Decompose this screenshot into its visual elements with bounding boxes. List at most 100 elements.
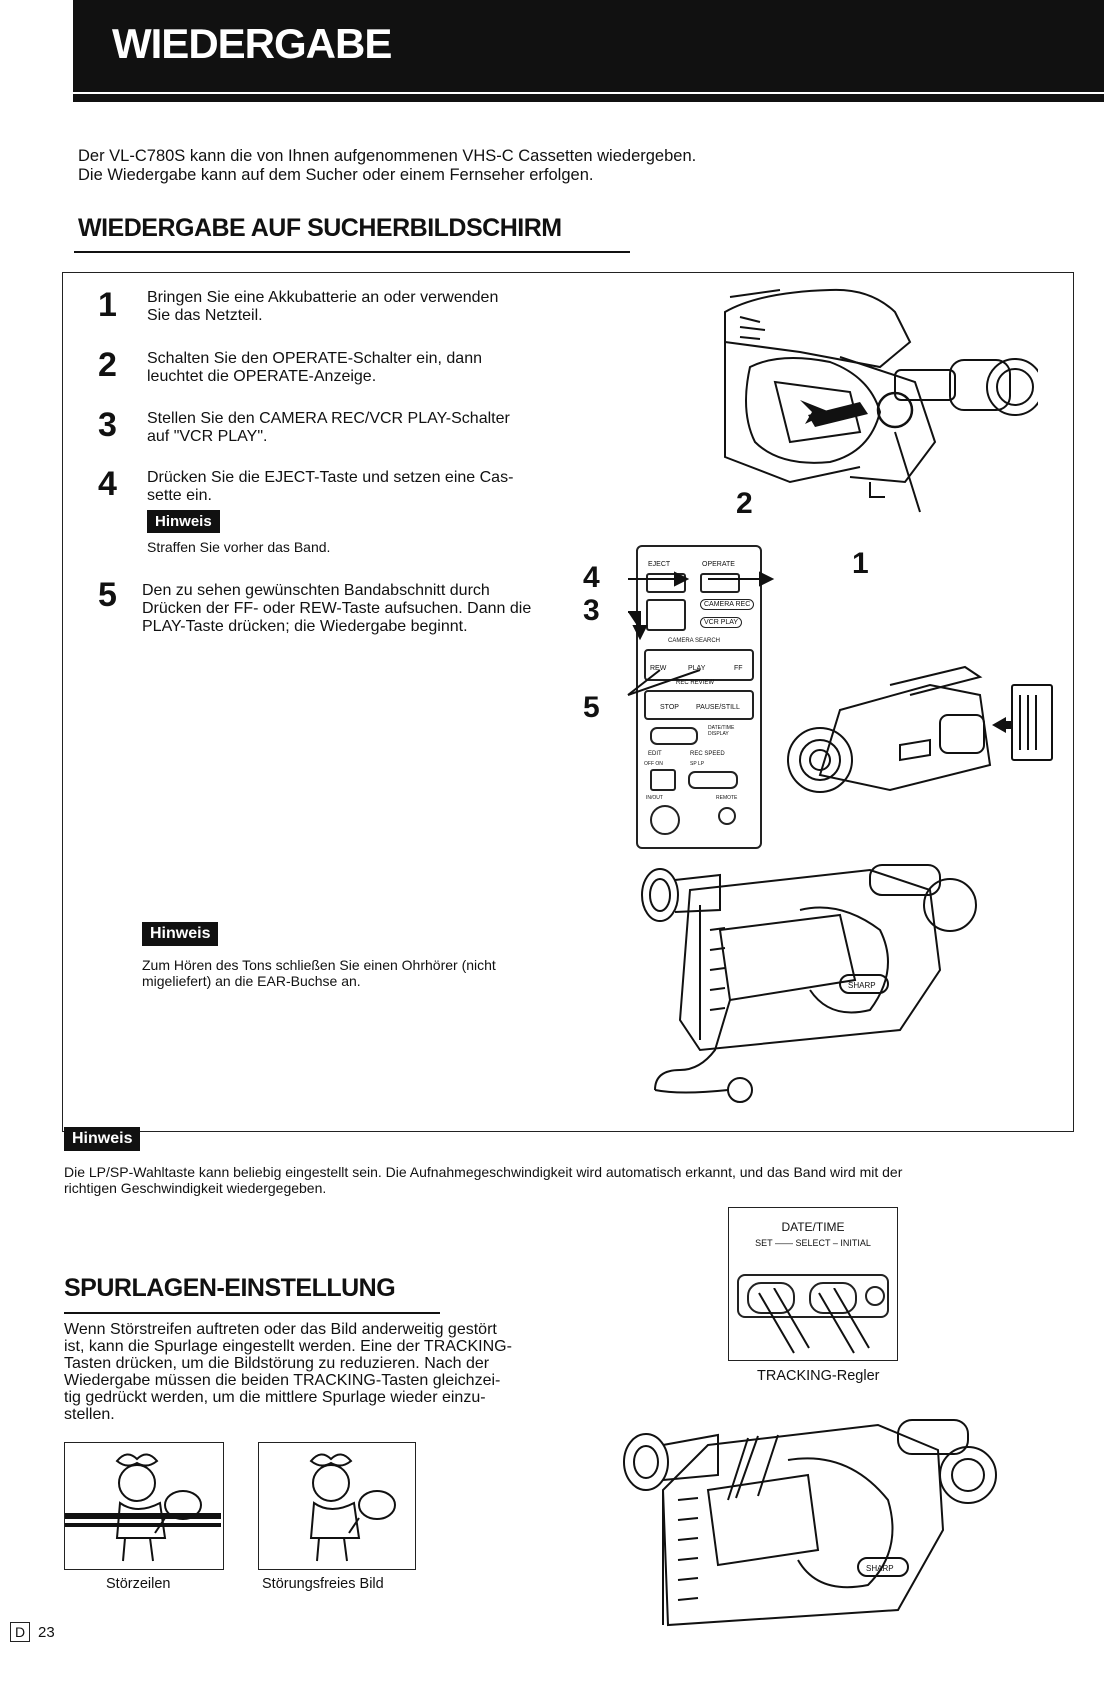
in-out-jack [650,805,680,835]
section-title-rule [74,251,630,253]
label-set-select: SET —— SELECT – INITIAL [755,1238,871,1248]
camcorder-earphone-illustration: SHARP [641,864,977,1103]
label-date-time: DATE/TIME [781,1220,845,1234]
tracking-buttons-illustration: DATE/TIME SET —— SELECT – INITIAL [728,1207,898,1361]
step-number: 5 [98,576,117,614]
camcorder-cassette-illustration [787,665,1053,793]
step-number: 2 [98,346,117,384]
camera-vcr-switch [646,599,686,631]
thumb-caption: Störzeilen [106,1576,171,1592]
step-number: 1 [98,286,117,324]
intro-line-1: Der VL-C780S kann die von Ihnen aufgenom… [78,147,697,165]
label-camera-search: CAMERA SEARCH [668,638,721,644]
girl-tennis-icon [309,1453,396,1562]
figure-label-3: 3 [583,594,600,627]
page-title: WIEDERGABE [112,20,392,67]
noise-stripe [65,1523,221,1527]
thumb-caption: Störungsfreies Bild [262,1576,384,1592]
intro-text: Der VL-C780S kann die von Ihnen aufgenom… [78,147,696,185]
label-date-time-display: DATE/TIME DISPLAY [708,725,735,737]
step-line: Drücken der FF- oder REW-Taste aufsuchen… [142,600,532,617]
eject-button [646,573,686,593]
tracking-plus-button [809,1282,857,1314]
rec-speed-switch [688,771,738,789]
step-line: sette ein. [147,487,212,504]
thumbnail-noise [64,1442,224,1570]
label-ff: FF [734,665,743,672]
hinweis-badge: Hinweis [142,922,219,946]
step-line: Bringen Sie eine Akkubatterie an oder ve… [147,289,499,306]
hinweis-line: richtigen Geschwindigkeit wiedergegeben. [64,1180,327,1196]
girl-tennis-icon [115,1453,202,1562]
header-bar [73,0,1104,92]
step-text: Bringen Sie eine Akkubatterie an oder ve… [147,289,557,325]
description-line: tig gedrückt werden, um die mittlere Spu… [64,1389,486,1406]
remote-sensor [718,807,736,825]
figure-label-1: 1 [852,547,869,580]
date-time-display-button [650,727,698,745]
label-rew: REW [650,665,667,672]
step-line: Stellen Sie den CAMERA REC/VCR PLAY-Scha… [147,410,510,427]
step-line: auf "VCR PLAY". [147,428,268,445]
step-line: Schalten Sie den OPERATE-Schalter ein, d… [147,350,482,367]
operate-switch [700,573,740,593]
step-number: 3 [98,406,117,444]
figure-label-2: 2 [736,487,753,520]
sharp-logo-text: SHARP [848,981,876,990]
section-frame [62,272,1074,1132]
hinweis-main-text: Die LP/SP-Wahltaste kann beliebig einges… [64,1164,1054,1196]
stop-pause-buttons: STOP PAUSE/STILL [644,690,754,720]
label-vcr-play: VCR PLAY [700,617,743,628]
thumbnail-clear [258,1442,416,1570]
page-number: 23 [38,1624,55,1641]
tracking-description: Wenn Störstreifen auftreten oder das Bil… [64,1321,544,1423]
label-off-on: OFF ON [644,761,663,767]
section-title-tracking: SPURLAGEN-EINSTELLUNG [64,1274,396,1302]
panel-pointer-arrows [627,571,775,696]
rew-play-ff-buttons: REW PLAY FF [644,649,754,681]
figure-label-5: 5 [583,691,600,724]
step-text: Stellen Sie den CAMERA REC/VCR PLAY-Scha… [147,410,557,446]
label-rec-review: REC REVIEW [676,680,715,686]
step-line: leuchtet die OPERATE-Anzeige. [147,368,377,385]
noise-stripe [65,1513,221,1519]
intro-line-2: Die Wiedergabe kann auf dem Sucher oder … [78,166,594,184]
label-play: PLAY [688,665,706,672]
section-title-rule [64,1312,440,1314]
step-line: Drücken Sie die EJECT-Taste und setzen e… [147,469,514,486]
camcorder-top-illustration [724,288,1038,513]
label-rec-speed: REC SPEED [690,751,725,757]
hinweis-line: Zum Hören des Tons schließen Sie einen O… [142,957,496,973]
label-edit: EDIT [648,751,662,757]
description-line: stellen. [64,1406,115,1423]
step-text: Drücken Sie die EJECT-Taste und setzen e… [147,469,557,505]
sharp-logo-text: SHARP [866,1564,894,1573]
figure-label-4: 4 [583,561,600,594]
description-line: Wiedergabe müssen die beiden TRACKING-Ta… [64,1372,501,1389]
camcorder-tracking-illustration: SHARP [623,1419,997,1627]
label-eject: EJECT [648,561,671,568]
step-line: Sie das Netzteil. [147,307,263,324]
label-operate: OPERATE [702,561,735,568]
tracking-caption: TRACKING-Regler [757,1368,880,1384]
label-stop: STOP [660,704,679,711]
hinweis-badge: Hinweis [64,1127,141,1151]
header-rule [73,94,1104,102]
label-sp-lp: SP LP [690,761,705,767]
section-title-viewfinder: WIEDERGABE AUF SUCHERBILDSCHIRM [78,214,562,242]
finger-press-icon [758,1288,870,1354]
edit-switch [650,769,676,791]
hinweis-text: Straffen Sie vorher das Band. [147,539,331,555]
label-in-out: IN/OUT [646,795,663,801]
control-panel-illustration: EJECT OPERATE CAMERA REC VCR PLAY CAMERA… [636,545,762,849]
description-line: ist, kann die Spurlage eingestellt werde… [64,1338,512,1355]
hinweis-badge: Hinweis [147,510,220,533]
step-number: 4 [98,465,117,503]
hinweis-ear-text: Zum Hören des Tons schließen Sie einen O… [142,957,496,989]
step-text: Den zu sehen gewünschten Bandabschnitt d… [142,582,552,636]
indicator-circle [865,1286,885,1306]
label-camera-rec: CAMERA REC [700,599,755,610]
step-line: PLAY-Taste drücken; die Wiedergabe begin… [142,618,468,635]
label-pause-still: PAUSE/STILL [696,704,740,711]
label-remote: REMOTE [716,795,738,801]
